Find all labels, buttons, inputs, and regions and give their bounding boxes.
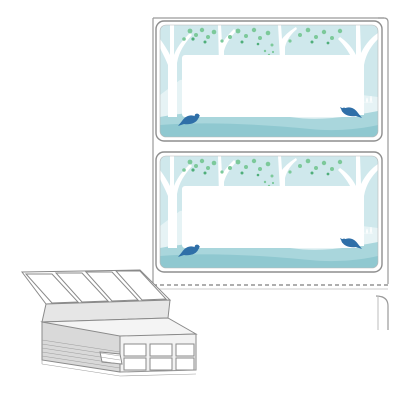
label-liner (152, 17, 389, 330)
fold-perforation (153, 284, 388, 290)
fanfold-stack-icon (21, 269, 198, 377)
label-2 (155, 151, 383, 273)
label-1 (155, 20, 383, 142)
